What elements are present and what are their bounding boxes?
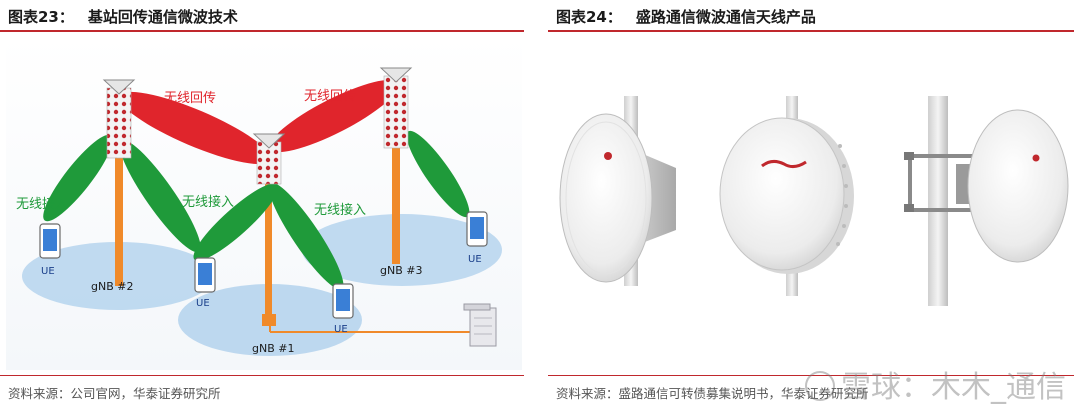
ue-phone-2 bbox=[194, 257, 216, 293]
label-access-2: 无线接入 bbox=[182, 194, 234, 210]
antenna-product-2 bbox=[719, 96, 854, 296]
label-gnb1: gNB #1 bbox=[252, 342, 294, 355]
ue-phone-1 bbox=[39, 223, 61, 259]
antenna-product-1 bbox=[559, 96, 676, 286]
access-beam-2 bbox=[119, 139, 201, 253]
watermark-text: 雪球：木木_通信 bbox=[841, 370, 1066, 405]
figure-23-title-text: 基站回传通信微波技术 bbox=[87, 8, 238, 26]
gnb1-unit bbox=[262, 314, 276, 326]
backhaul-beam-left bbox=[119, 91, 271, 165]
figure-24-top-rule bbox=[548, 30, 1074, 32]
label-backhaul-1: 无线回传 bbox=[164, 91, 216, 106]
label-gnb2: gNB #2 bbox=[91, 280, 133, 293]
access-beam-3 bbox=[193, 183, 279, 261]
mast-gnb1 bbox=[265, 178, 272, 320]
figure-23-number: 图表23： bbox=[8, 8, 74, 26]
cell-gnb3 bbox=[302, 214, 502, 286]
antenna-tower-gnb3 bbox=[379, 67, 413, 149]
figure-23-bottom-rule bbox=[0, 375, 524, 376]
label-access-3: 无线接入 bbox=[314, 202, 366, 218]
brand-logo-icon bbox=[1032, 154, 1040, 162]
brand-logo-icon bbox=[604, 152, 612, 160]
label-ue-4: UE bbox=[468, 254, 482, 265]
figure-23-top-rule bbox=[0, 30, 524, 32]
antenna-tower-gnb1 bbox=[252, 133, 286, 185]
core-cabinet-icon bbox=[463, 303, 497, 347]
label-backhaul-2: 无线回传 bbox=[304, 89, 356, 104]
figure-24-title-text: 盛路通信微波通信天线产品 bbox=[635, 8, 816, 26]
access-beam-5 bbox=[406, 130, 470, 218]
figure-24-title: 图表24： 盛路通信微波通信天线产品 bbox=[556, 6, 816, 27]
antenna-products-photo bbox=[559, 96, 1069, 306]
brand-logo-icon bbox=[761, 159, 807, 169]
label-access-1: 无线接入 bbox=[16, 196, 68, 212]
label-ue-2: UE bbox=[196, 298, 210, 309]
backhaul-diagram: 无线回传 无线回传 无线接入 无线接入 无线接入 gNB #2 gNB #3 g… bbox=[6, 36, 522, 370]
mast-gnb2 bbox=[115, 156, 123, 286]
backhaul-beam-right bbox=[269, 79, 399, 153]
xueqiu-logo-icon bbox=[805, 370, 835, 401]
access-beam-4 bbox=[268, 182, 344, 290]
access-beam-1 bbox=[43, 134, 113, 222]
label-ue-3: UE bbox=[334, 324, 348, 335]
figure-24-source: 资料来源：盛路通信可转债募集说明书，华泰证券研究所 bbox=[556, 386, 869, 401]
figure-23-source: 资料来源：公司官网，华泰证券研究所 bbox=[8, 386, 221, 401]
figure-23-panel: 图表23： 基站回传通信微波技术 bbox=[0, 0, 530, 410]
mast-gnb3 bbox=[392, 144, 400, 264]
figure-24-number: 图表24： bbox=[556, 8, 622, 26]
label-gnb3: gNB #3 bbox=[380, 264, 422, 277]
watermark: 雪球：木木_通信 bbox=[805, 362, 1066, 406]
figure-23-title: 图表23： 基站回传通信微波技术 bbox=[8, 6, 238, 27]
ue-phone-4 bbox=[466, 211, 488, 247]
label-ue-1: UE bbox=[41, 266, 55, 277]
antenna-tower-gnb2 bbox=[102, 79, 136, 159]
antenna-product-3 bbox=[904, 96, 1069, 306]
ue-phone-3 bbox=[332, 283, 354, 319]
figure-24-panel: 图表24： 盛路通信微波通信天线产品 bbox=[548, 0, 1080, 410]
